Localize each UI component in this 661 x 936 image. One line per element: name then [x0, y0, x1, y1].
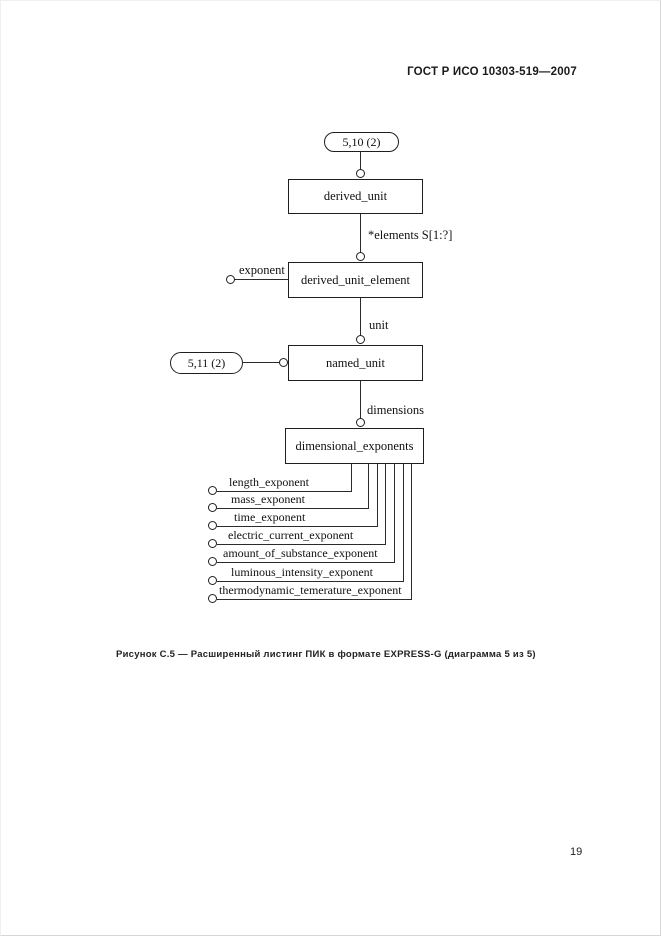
entity-box-dimensional-exponents: dimensional_exponents: [285, 428, 424, 464]
attribute-end-circle: [208, 539, 217, 548]
connector-line: [411, 464, 412, 599]
relation-end-circle: [279, 358, 288, 367]
attribute-label: time_exponent: [234, 510, 306, 524]
page-ref-oval: 5,10 (2): [324, 132, 399, 152]
attribute-end-circle: [208, 503, 217, 512]
attribute-end-circle: [208, 557, 217, 566]
connector-line: [368, 464, 369, 508]
connector-line: [377, 464, 378, 526]
connector-line: [360, 381, 361, 419]
document-header: ГОСТ Р ИСО 10303-519—2007: [407, 66, 577, 78]
connector-line: [360, 298, 361, 336]
relation-end-circle: [356, 169, 365, 178]
connector-line: [217, 508, 369, 509]
page-ref-oval: 5,11 (2): [170, 352, 243, 374]
connector-line: [403, 464, 404, 581]
attribute-end-circle: [208, 576, 217, 585]
page-number: 19: [570, 846, 583, 858]
entity-box-derived-unit: derived_unit: [288, 179, 423, 214]
attribute-label: length_exponent: [229, 475, 309, 489]
attribute-end-circle: [208, 521, 217, 530]
connector-line: [351, 464, 352, 491]
entity-label: derived_unit_element: [301, 272, 410, 287]
connector-line: [217, 562, 395, 563]
connector-line: [217, 599, 412, 600]
attribute-label: amount_of_substance_exponent: [223, 546, 378, 560]
entity-label: derived_unit: [323, 189, 388, 203]
relation-label-exponent: exponent: [239, 263, 285, 277]
attribute-end-circle: [226, 275, 235, 284]
attribute-label: thermodynamic_temerature_exponent: [219, 583, 402, 597]
attribute-end-circle: [208, 594, 217, 603]
attribute-label: electric_current_exponent: [228, 528, 354, 542]
relation-label-unit: unit: [369, 318, 389, 332]
connector-line: [217, 526, 378, 527]
relation-label-elements: *elements S[1:?]: [368, 228, 453, 242]
connector-line: [243, 362, 280, 363]
connector-line: [234, 279, 288, 280]
connector-line: [360, 214, 361, 253]
connector-line: [360, 152, 361, 170]
relation-end-circle: [356, 252, 365, 261]
page-ref-label: 5,10 (2): [342, 134, 381, 149]
entity-label: named_unit: [325, 355, 385, 370]
entity-label: dimensional_exponents: [295, 438, 414, 453]
attribute-end-circle: [208, 486, 217, 495]
connector-line: [394, 464, 395, 562]
figure-caption: Рисунок С.5 — Расширенный листинг ПИК в …: [116, 649, 536, 660]
attribute-label: luminous_intensity_exponent: [231, 565, 373, 579]
entity-box-derived-unit-element: derived_unit_element: [288, 262, 423, 298]
entity-box-named-unit: named_unit: [288, 345, 423, 381]
connector-line: [385, 464, 386, 544]
relation-label-dimensions: dimensions: [367, 403, 424, 417]
attribute-label: mass_exponent: [231, 492, 305, 506]
page-ref-label: 5,11 (2): [187, 355, 226, 370]
connector-line: [217, 491, 352, 492]
relation-end-circle: [356, 418, 365, 427]
relation-end-circle: [356, 335, 365, 344]
connector-line: [217, 581, 404, 582]
connector-line: [217, 544, 386, 545]
